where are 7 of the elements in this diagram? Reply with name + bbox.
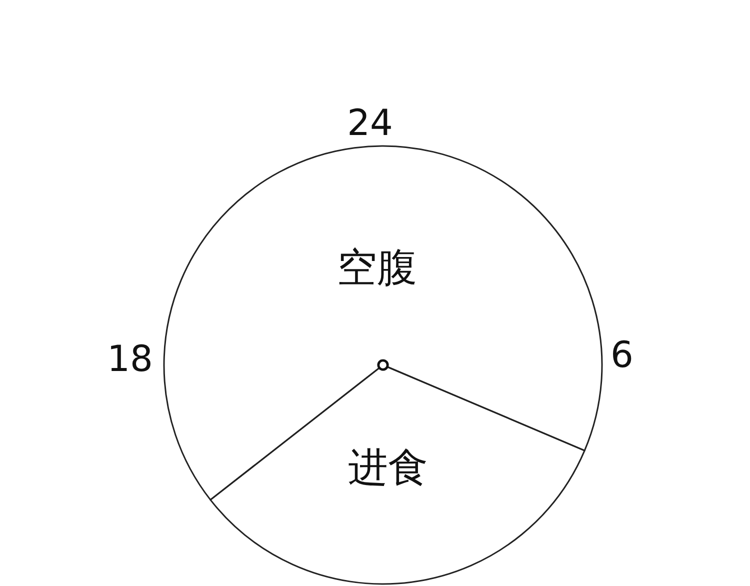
hour-label: 18 xyxy=(107,342,153,378)
pie-sector xyxy=(163,145,603,501)
sector-label: 空腹 xyxy=(337,248,417,288)
sector-label: 进食 xyxy=(348,448,428,488)
pie-sector xyxy=(209,364,586,585)
hour-label: 6 xyxy=(610,338,634,374)
hour-label: 24 xyxy=(347,106,393,142)
